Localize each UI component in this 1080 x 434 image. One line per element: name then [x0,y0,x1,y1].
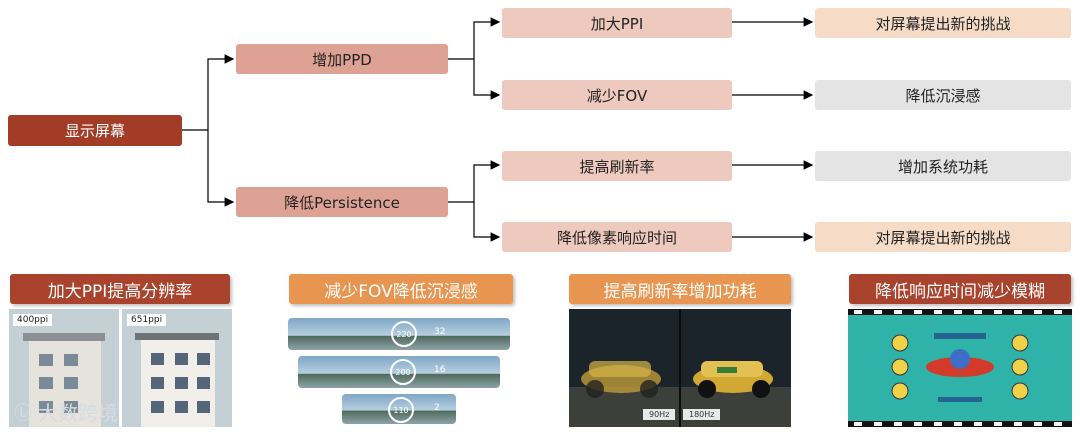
outcome-1-node: 对屏幕提出新的挑战 [815,8,1071,38]
fov-row-narrow: 110 2 [342,394,456,424]
panel4-caption: 降低响应时间减少模糊 [849,274,1071,304]
hz-right-label: 180Hz [683,409,721,420]
fov-row-wide-value: 32 [434,327,446,337]
outcome-3-label: 增加系统功耗 [897,157,988,176]
fov-row-mid: 200 16 [298,356,500,388]
response-time-image [848,309,1072,427]
fov-row-narrow-value: 2 [434,403,440,413]
race-car-illustration [569,309,791,427]
fov-comparison-image: 220 32 200 16 110 2 [288,310,512,428]
pers-sub2-label: 降低像素响应时间 [556,228,677,247]
outcome-1-label: 对屏幕提出新的挑战 [875,14,1011,33]
refresh-rate-image: 90Hz 180Hz [569,309,791,427]
outcome-3-node: 增加系统功耗 [815,151,1071,181]
branch-persistence-label: 降低Persistence [284,193,400,212]
hz-left-label: 90Hz [643,409,676,420]
watermark-logo-icon: Ⓛ [14,402,32,424]
watermark-text: 大数跨境 [38,401,118,425]
ppi-building-illustration [9,309,232,427]
panel2-caption: 减少FOV降低沉浸感 [289,274,513,304]
root-node: 显示屏幕 [8,115,182,146]
fov-row-wide-lens: 220 [391,321,417,347]
fov-row-mid-value: 16 [434,365,446,375]
ppi-left-tag: 400ppi [13,314,53,326]
branch-persistence-node: 降低Persistence [236,187,448,217]
panel2-caption-text: 减少FOV降低沉浸感 [324,281,478,302]
ppi-right-tag: 651ppi [127,314,167,326]
root-label: 显示屏幕 [64,122,125,140]
branch-ppd-node: 增加PPD [236,44,448,74]
fov-row-narrow-lens: 110 [388,397,414,423]
branch-ppd-label: 增加PPD [312,50,372,69]
connector-lines [182,17,814,242]
panel1-caption-text: 加大PPI提高分辨率 [47,281,193,302]
outcome-4-label: 对屏幕提出新的挑战 [875,228,1011,247]
pers-sub1-node: 提高刷新率 [502,151,732,181]
outcome-4-node: 对屏幕提出新的挑战 [815,222,1071,252]
motion-blur-test-pattern [848,309,1072,427]
ppi-comparison-image: 400ppi 651ppi [9,309,232,427]
ppd-sub1-label: 加大PPI [590,14,644,33]
ppd-sub2-label: 减少FOV [586,86,648,105]
ppd-sub1-node: 加大PPI [502,8,732,38]
outcome-2-label: 降低沉浸感 [905,86,981,105]
panel1-caption: 加大PPI提高分辨率 [10,274,230,304]
pers-sub1-label: 提高刷新率 [579,157,655,176]
pers-sub2-node: 降低像素响应时间 [502,222,732,252]
ppd-sub2-node: 减少FOV [502,80,732,110]
fov-row-wide: 220 32 [288,318,510,350]
watermark: Ⓛ 大数跨境 [14,397,118,426]
panel4-caption-text: 降低响应时间减少模糊 [875,281,1045,302]
panel3-caption: 提高刷新率增加功耗 [569,274,791,304]
fov-row-mid-lens: 200 [390,359,416,385]
panel3-caption-text: 提高刷新率增加功耗 [603,281,757,302]
outcome-2-node: 降低沉浸感 [815,80,1071,110]
